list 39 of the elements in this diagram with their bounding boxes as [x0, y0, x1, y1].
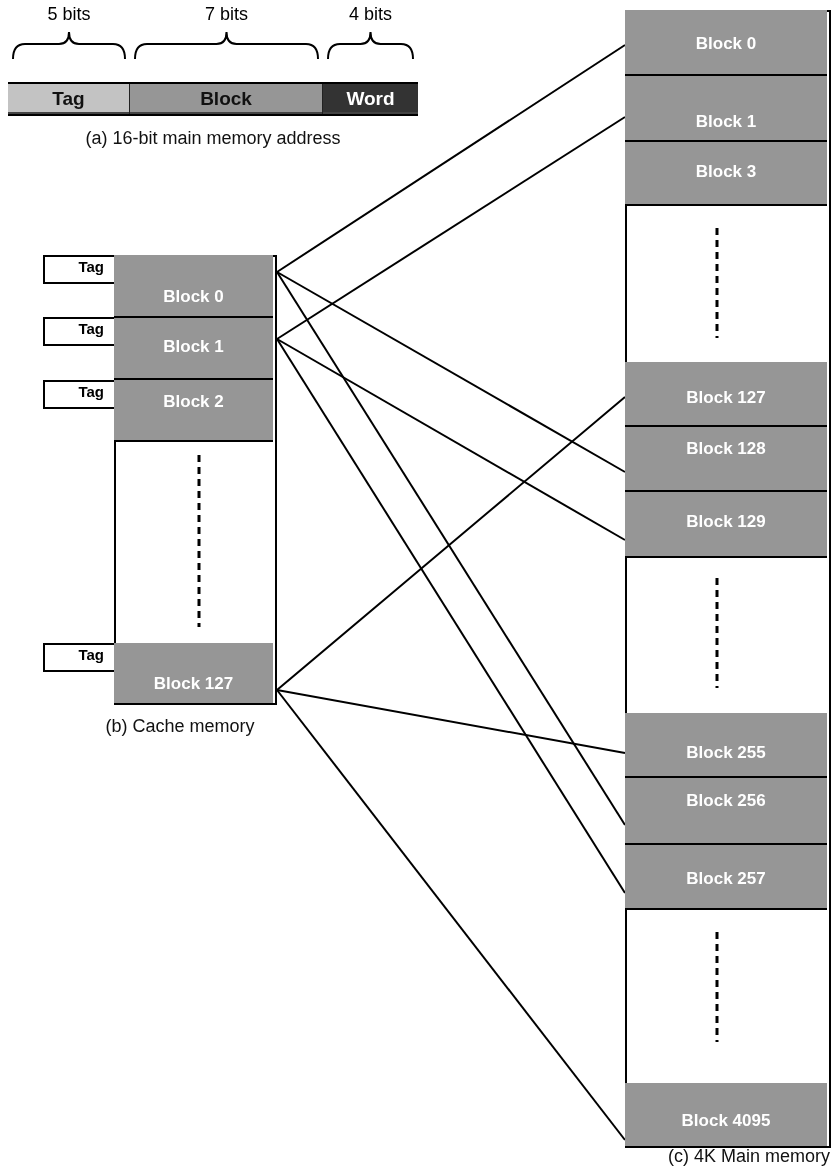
tag-box: Tag [43, 317, 114, 346]
caption: (b) Cache memory [104, 716, 256, 737]
caption: (c) 4K Main memory [666, 1146, 830, 1167]
memory-block: Block 3 [625, 142, 827, 206]
memory-column [114, 255, 277, 705]
address-field: Tag [8, 84, 130, 114]
tag-box: Tag [43, 643, 114, 672]
address-field: Block [130, 84, 323, 114]
connector-line [276, 338, 626, 894]
connector-line [276, 396, 626, 691]
memory-block: Block 1 [114, 318, 273, 380]
memory-block: Block 128 [625, 427, 827, 492]
memory-block: Block 1 [625, 76, 827, 142]
caption: (a) 16-bit main memory address [84, 128, 342, 149]
memory-block: Block 127 [625, 362, 827, 427]
memory-block: Block 256 [625, 778, 827, 845]
memory-block: Block 255 [625, 713, 827, 778]
connector-line [276, 44, 626, 273]
address-register [8, 82, 418, 116]
connector-line [276, 271, 626, 473]
bit-width-label: 4 bits [348, 4, 393, 25]
memory-block: Block 4095 [625, 1083, 827, 1148]
connector-line [276, 689, 626, 754]
connector-line [276, 116, 626, 340]
memory-block: Block 2 [114, 380, 273, 442]
address-field: Word [323, 84, 418, 114]
memory-block: Block 129 [625, 492, 827, 558]
bit-width-label: 5 bits [46, 4, 92, 25]
connector-line [276, 338, 626, 541]
memory-block: Block 0 [114, 255, 273, 318]
memory-block: Block 257 [625, 845, 827, 910]
connector-line [276, 689, 626, 1141]
tag-box: Tag [43, 255, 114, 284]
memory-block: Block 0 [625, 10, 827, 76]
bit-width-label: 7 bits [204, 4, 249, 25]
tag-box: Tag [43, 380, 114, 409]
memory-column [625, 10, 831, 1148]
connector-line [276, 271, 626, 826]
memory-block: Block 127 [114, 643, 273, 705]
